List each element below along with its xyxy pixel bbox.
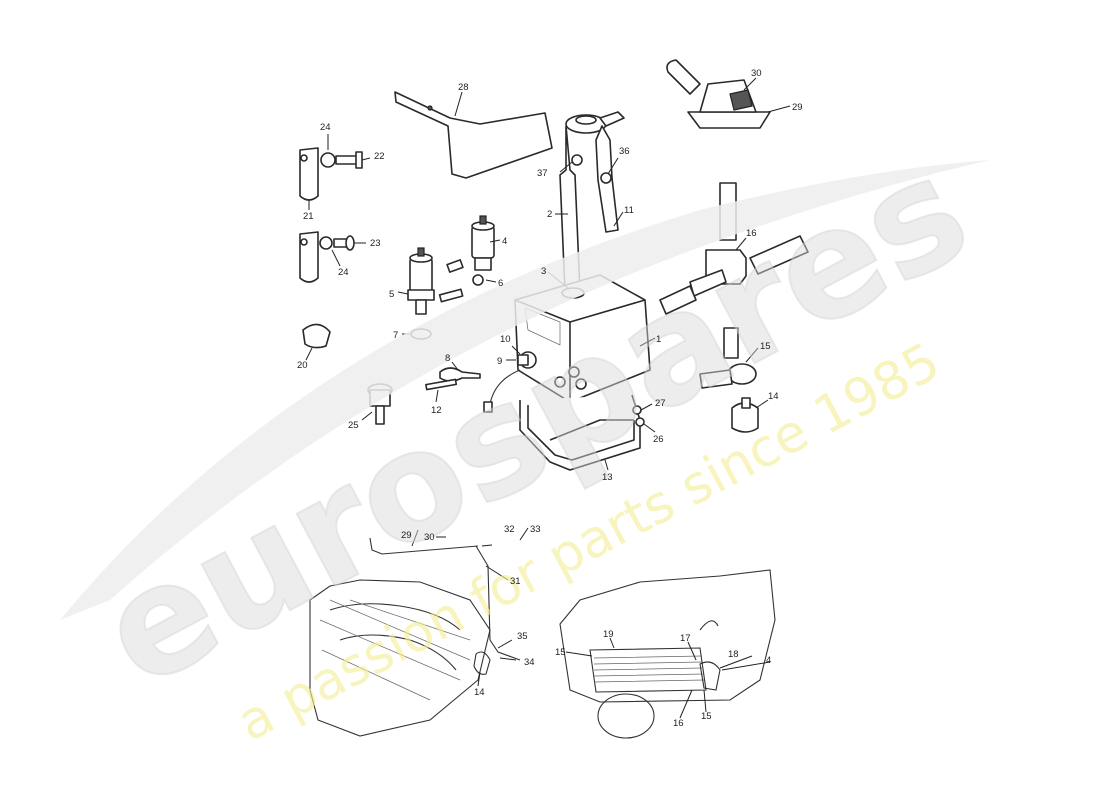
callout-7: 7	[393, 330, 398, 341]
grommet-29-30	[666, 59, 791, 129]
callout-18: 18	[728, 649, 739, 660]
callout-27: 27	[655, 398, 666, 409]
callout-12: 12	[431, 405, 442, 416]
callout-29: 29	[792, 102, 803, 113]
callout-5: 5	[389, 289, 394, 300]
callout-30: 30	[424, 532, 435, 543]
callout-15: 15	[760, 341, 771, 352]
callout-1: 1	[656, 334, 661, 345]
callout-36: 36	[619, 146, 630, 157]
callout-8: 8	[445, 353, 450, 364]
callout-21: 21	[303, 211, 314, 222]
callout-14: 14	[474, 687, 485, 698]
callout-37: 37	[537, 168, 548, 179]
callout-24: 24	[338, 267, 349, 278]
callout-4: 4	[502, 236, 507, 247]
callout-31: 31	[510, 576, 521, 587]
callout-10: 10	[500, 334, 511, 345]
callout-6: 6	[498, 278, 503, 289]
callout-17: 17	[680, 633, 691, 644]
callout-15: 15	[555, 647, 566, 658]
filler-neck-assembly	[555, 111, 625, 293]
callout-24: 24	[320, 122, 331, 133]
radiator-sketch	[559, 569, 776, 739]
bracket-28	[394, 91, 553, 179]
callout-30: 30	[751, 68, 762, 79]
callout-16: 16	[673, 718, 684, 729]
callout-26: 26	[653, 434, 664, 445]
callout-9: 9	[497, 356, 502, 367]
callout-28: 28	[458, 82, 469, 93]
callout-25: 25	[348, 420, 359, 431]
callout-16: 16	[746, 228, 757, 239]
callout-34: 34	[524, 657, 535, 668]
callout-23: 23	[370, 238, 381, 249]
callout-33: 33	[530, 524, 541, 535]
clips-and-fixings	[299, 134, 371, 283]
callout-numbers: 1 2 3 4 4 5 6 7 8 9 10 11 12 13 14 14 15…	[297, 68, 803, 729]
callout-19: 19	[603, 629, 614, 640]
tank-cradle-13	[519, 394, 656, 471]
callout-32: 32	[504, 524, 515, 535]
hoses-and-connectors	[659, 182, 809, 433]
callout-14: 14	[768, 391, 779, 402]
callout-2: 2	[547, 209, 552, 220]
callout-3: 3	[541, 266, 546, 277]
callout-29: 29	[401, 530, 412, 541]
callout-22: 22	[374, 151, 385, 162]
callout-20: 20	[297, 360, 308, 371]
callout-15: 15	[701, 711, 712, 722]
callout-35: 35	[517, 631, 528, 642]
callout-4: 4	[766, 655, 771, 666]
callout-13: 13	[602, 472, 613, 483]
engine-bay-sketch	[309, 527, 529, 737]
callout-11: 11	[624, 205, 634, 216]
